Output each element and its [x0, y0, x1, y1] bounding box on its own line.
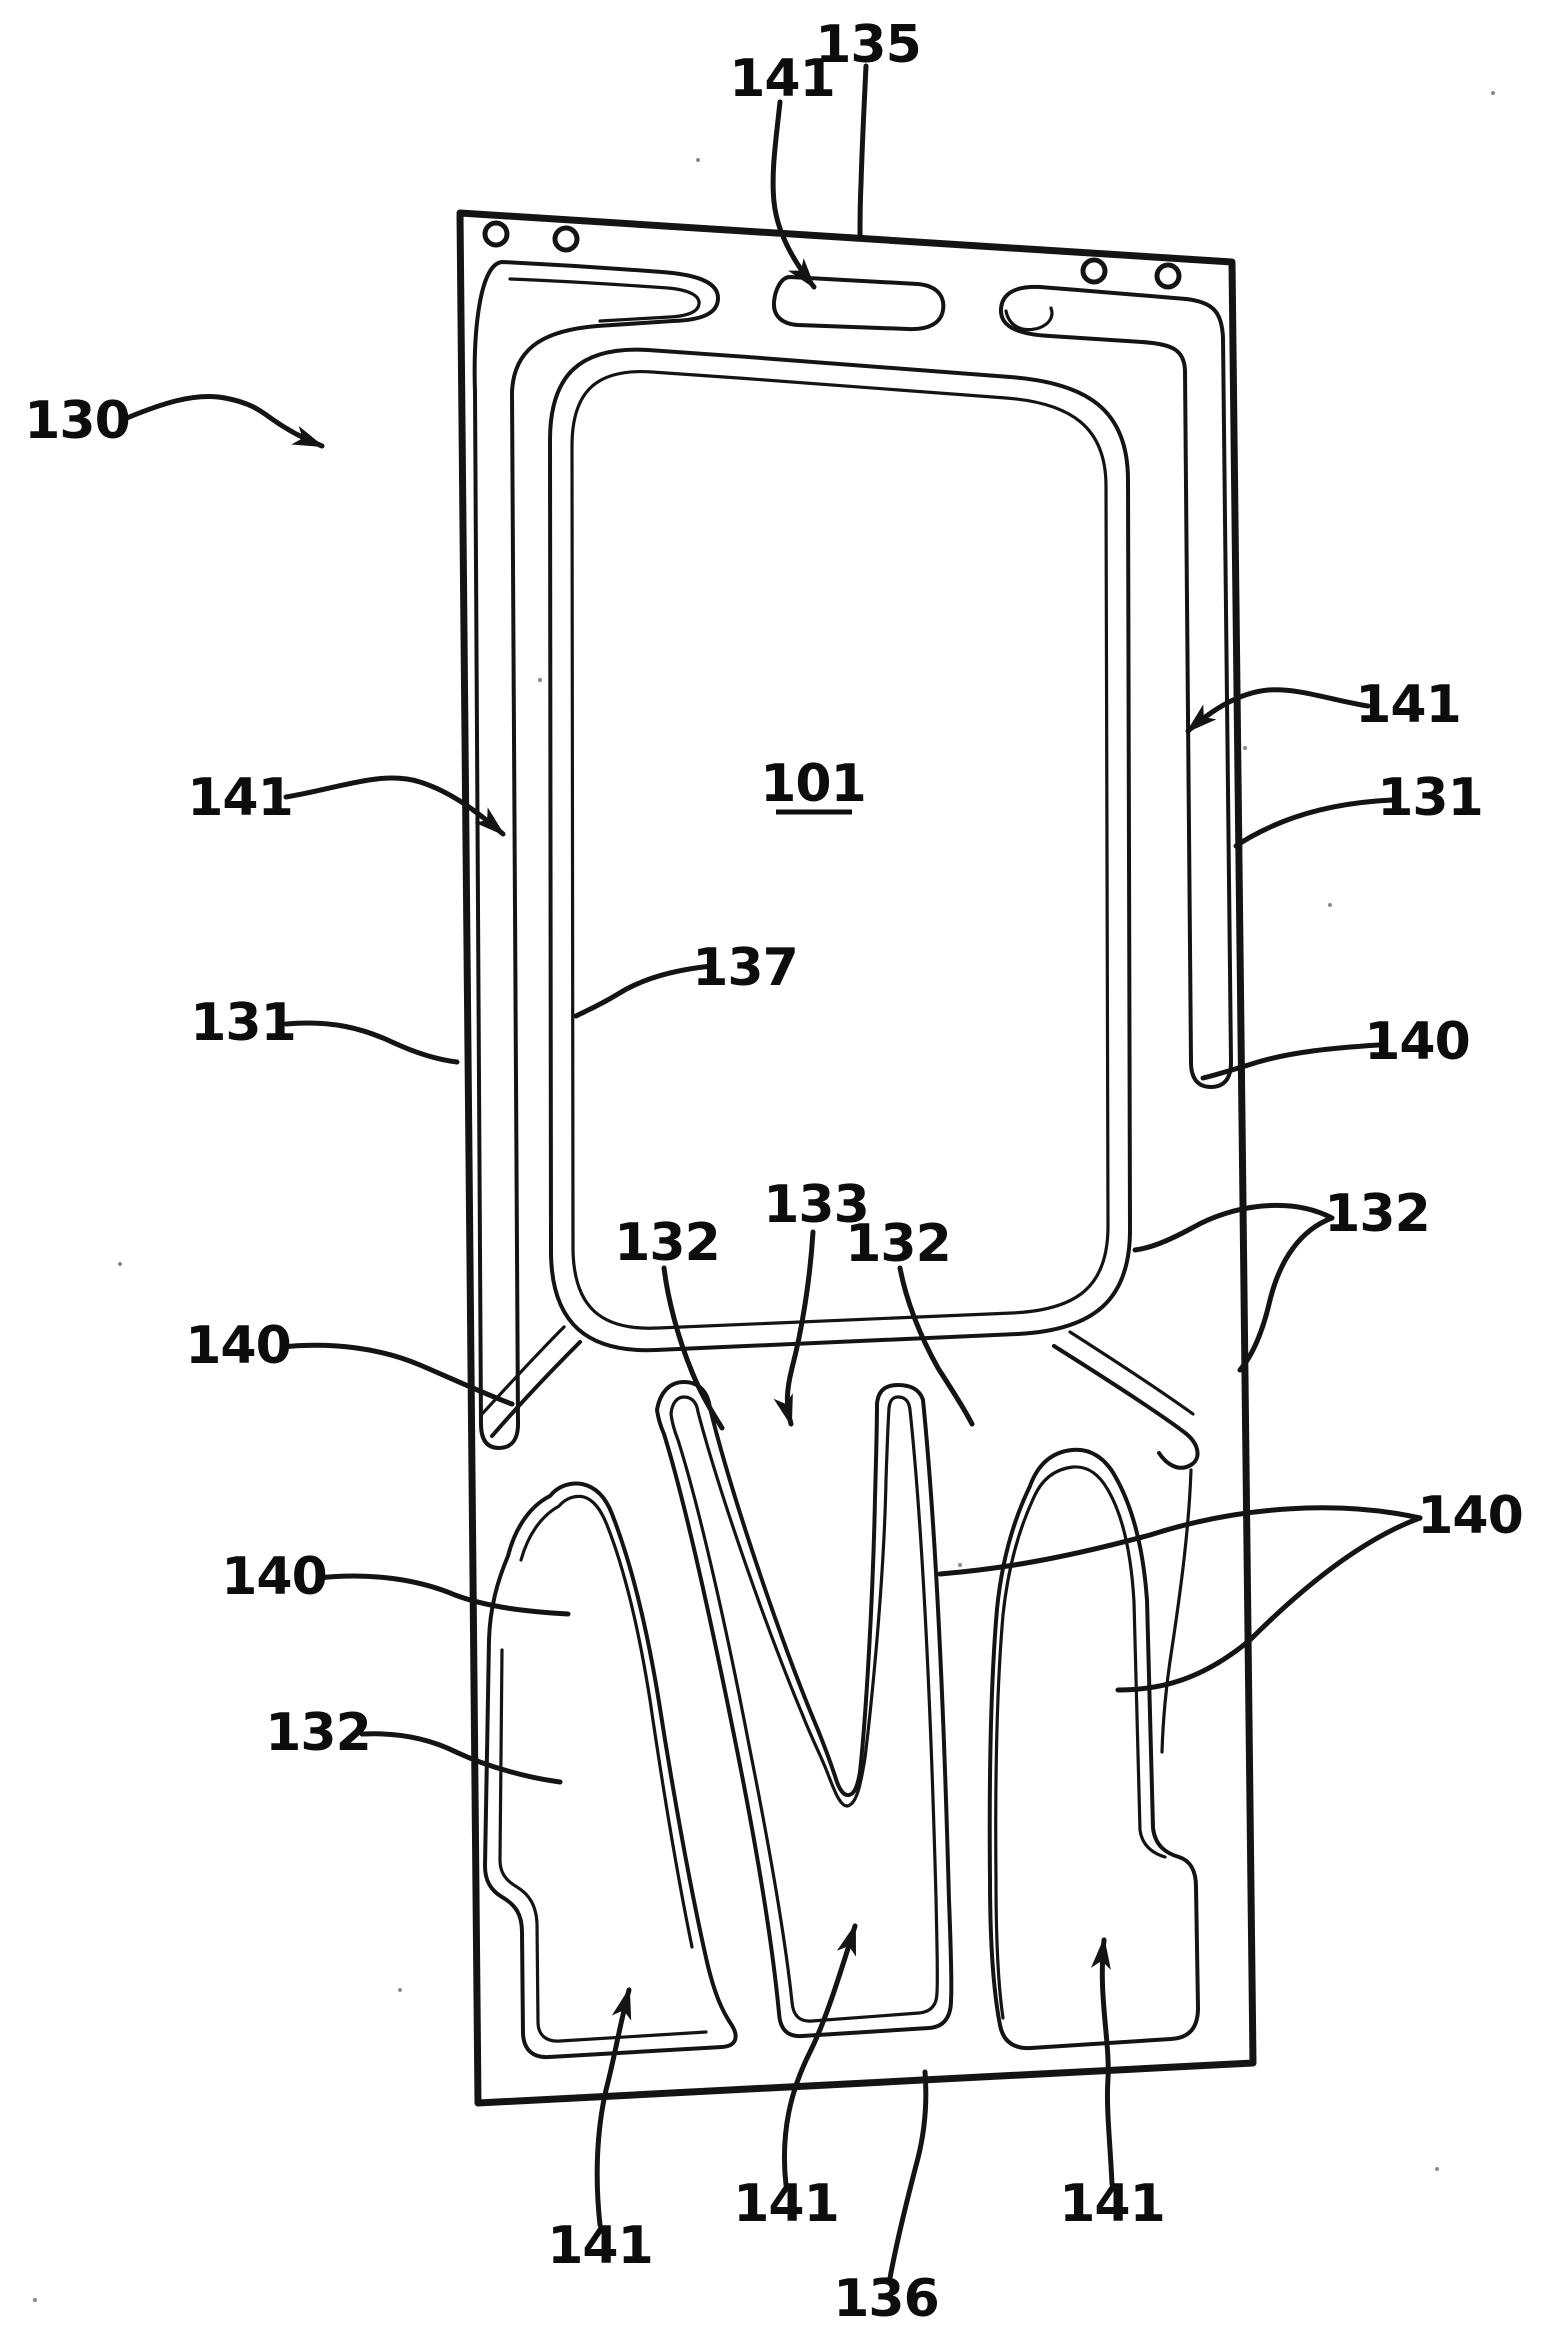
mount-hole-top-right-1	[1080, 257, 1108, 285]
leader-131-right	[1233, 797, 1395, 849]
right-lobe-inner-line	[994, 1465, 1167, 2020]
leader-137	[573, 963, 715, 1019]
mount-hole-top-left-1	[482, 220, 510, 248]
center-fork-channel-inner	[669, 1395, 940, 2023]
leader-136	[887, 2069, 929, 2281]
central-cell-outer	[548, 347, 1132, 1353]
right-funnel-wall	[1052, 1344, 1200, 1470]
right-lobe-channel-outer	[987, 1447, 1200, 2051]
leader-140-right-b2	[1115, 1515, 1423, 1693]
ref-label-141-bottom-left: 141	[547, 2216, 653, 2276]
ref-label-135: 135	[815, 15, 921, 75]
leader-141-bottom-right	[1090, 1937, 1115, 2187]
leader-141-top	[770, 99, 817, 290]
right-rail-channel-hook	[1004, 306, 1054, 332]
left-rail-channel-inner-line	[508, 277, 701, 323]
right-funnel-return	[1160, 1468, 1193, 1754]
leader-130	[119, 393, 325, 449]
left-lobe-channel-outer	[483, 1481, 738, 2060]
mount-hole-top-left-2	[552, 225, 580, 253]
leader-133	[773, 1229, 816, 1427]
ref-label-131-left: 131	[190, 993, 296, 1053]
leader-141-bottom-center	[781, 1923, 858, 2188]
leader-132-mid-left	[661, 1265, 725, 1431]
leader-131-left	[283, 1020, 460, 1065]
leader-132-left	[359, 1731, 563, 1785]
left-funnel-wall-2	[480, 1325, 566, 1416]
ref-label-130: 130	[24, 391, 130, 451]
left-lobe-inner-line-upper	[519, 1494, 694, 1949]
ref-label-133: 133	[763, 1175, 869, 1235]
ref-label-132-left: 132	[265, 1703, 371, 1763]
ref-label-141-left: 141	[187, 768, 293, 828]
ref-label-141-bottom-center: 141	[733, 2174, 839, 2234]
leader-141-right	[1185, 687, 1371, 734]
ref-label-141-bottom-right: 141	[1059, 2174, 1165, 2234]
leader-132-right-b1	[1132, 1202, 1335, 1253]
leader-132-mid-right	[897, 1265, 975, 1427]
leader-140-left-b	[315, 1573, 571, 1617]
ref-label-141-top: 141	[729, 49, 835, 109]
left-funnel-wall	[490, 1340, 582, 1438]
ref-label-140-right-b: 140	[1417, 1486, 1523, 1546]
leader-135	[857, 63, 869, 241]
leader-141-bottom-left	[594, 1987, 632, 2228]
ref-label-140-left-a: 140	[185, 1316, 291, 1376]
leader-140-right-b1	[937, 1505, 1423, 1577]
leader-132-right-b2	[1237, 1215, 1335, 1373]
ref-label-136: 136	[833, 2269, 939, 2329]
ref-label-132-mid-right: 132	[845, 1214, 951, 1274]
ref-label-131-right: 131	[1377, 768, 1483, 828]
top-port-opening	[771, 275, 946, 332]
ref-label-140-right-a: 140	[1364, 1012, 1470, 1072]
left-lobe-inner-line-lower	[498, 1648, 708, 2043]
central-cell-inner	[570, 369, 1110, 1330]
leader-141-left	[283, 775, 506, 837]
right-funnel-wall-2	[1068, 1330, 1195, 1416]
paper-specks	[33, 91, 1495, 2302]
ref-label-132-right: 132	[1324, 1184, 1430, 1244]
mount-hole-top-right-2	[1154, 262, 1182, 290]
left-rail-channel	[472, 260, 720, 1450]
ref-label-132-mid-left: 132	[614, 1213, 720, 1273]
plate-outline	[456, 209, 1257, 2107]
right-rail-channel	[998, 284, 1233, 1089]
ref-label-140-left-b: 140	[221, 1547, 327, 1607]
leader-140-left-a	[279, 1342, 515, 1407]
center-fork-channel-outer	[655, 1380, 954, 2039]
ref-label-101: 101	[760, 754, 866, 814]
ref-label-141-right: 141	[1355, 675, 1461, 735]
ref-label-137: 137	[692, 938, 798, 998]
leader-140-right-a	[1200, 1042, 1381, 1081]
